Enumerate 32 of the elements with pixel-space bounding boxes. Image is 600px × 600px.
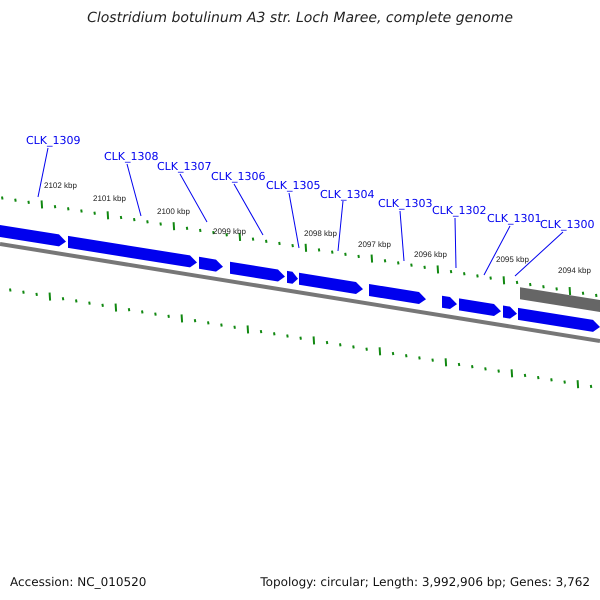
scale-label: 2095 kbp [496,255,529,264]
gene-label: CLK_1303 [378,197,433,210]
gene-label: CLK_1302 [432,204,487,217]
leader-line [454,218,456,268]
leader-line [400,210,404,262]
footer-text: Accession: NC_010520 [10,575,146,589]
leader-line [288,192,300,248]
gene-label: CLK_1301 [487,212,542,225]
gene-label: CLK_1308 [104,150,159,163]
scale-label: 2100 kbp [157,207,190,216]
scale-label: 2102 kbp [44,181,77,190]
scale-label: 2101 kbp [93,194,126,203]
footer-text: Topology: circular; Length: 3,992,906 bp; Genes: 3,762 [260,575,590,589]
gene-label: CLK_1305 [266,179,321,192]
leader-line [484,226,510,276]
leader-line [514,232,564,276]
title: Clostridium botulinum A3 str. Loch Maree, complete genome [86,10,514,26]
leader-line [38,148,48,198]
scale-label: 2096 kbp [414,250,447,259]
scale-label: 2094 kbp [558,266,591,275]
gene-label: CLK_1306 [211,170,266,183]
gene-label: CLK_1304 [320,188,375,201]
gene-label: CLK_1307 [157,160,212,173]
leader-line [180,174,208,222]
scale-label: 2098 kbp [304,229,337,238]
gene-label: CLK_1309 [26,134,81,147]
scale-label: 2097 kbp [358,240,391,249]
leader-line [338,200,344,252]
leader-line [126,164,142,216]
scale-label: 2099 kbp [213,227,246,236]
gene-label: CLK_1300 [540,218,595,231]
leader-line [234,184,264,236]
